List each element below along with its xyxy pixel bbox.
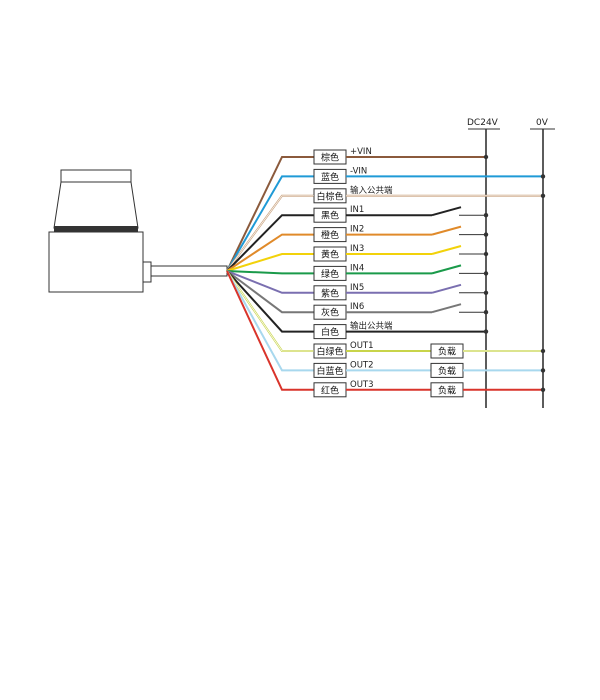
- wire-yellow: 黄色 IN3: [226, 244, 486, 272]
- wire-signal-label: IN6: [350, 302, 364, 312]
- switch-arm: [431, 225, 462, 236]
- wire-fan-white-blue: [226, 270, 314, 372]
- wire-white-green: 白绿色 OUT1 负载: [226, 270, 543, 359]
- switch-arm: [431, 283, 462, 294]
- wire-orange: 橙色 IN2: [226, 225, 486, 272]
- rail-label-dc24v: DC24V: [467, 118, 499, 128]
- wire-signal-label: -VIN: [350, 166, 367, 176]
- wire-color-label: 白色: [321, 326, 339, 338]
- wire-color-label: 白绿色: [316, 346, 343, 358]
- wire-color-label: 黑色: [321, 210, 339, 222]
- switch-arm: [431, 206, 462, 217]
- wire-fan-red: [226, 270, 314, 391]
- junction-dot: [483, 154, 489, 160]
- wire-color-label: 白棕色: [316, 190, 343, 202]
- junction-dot: [540, 174, 546, 179]
- wire-signal-label: IN1: [350, 205, 364, 215]
- junction-dot: [483, 310, 489, 315]
- wire-color-label: 橙色: [321, 229, 339, 241]
- wire-color-label: 黄色: [321, 249, 339, 261]
- junction-dot: [483, 213, 489, 218]
- wire-color-label: 白蓝色: [316, 365, 343, 377]
- wire-signal-label: OUT3: [350, 380, 374, 390]
- junction-dot: [540, 193, 546, 198]
- wire-color-label: 蓝色: [321, 171, 339, 183]
- sensor-base: [48, 231, 144, 293]
- junction-dot: [483, 251, 489, 257]
- wire-signal-label: IN2: [350, 225, 364, 235]
- wire-gray: 灰色 IN6: [226, 270, 486, 320]
- wire-purple: 紫色 IN5: [226, 270, 486, 301]
- wire-fan-blue: [226, 175, 314, 272]
- wire-fan-brown: [226, 156, 314, 272]
- switch-arm: [431, 264, 462, 275]
- wire-fan-white: [226, 270, 314, 333]
- load-label: 负载: [438, 365, 456, 377]
- switch-arm: [431, 303, 462, 314]
- junction-dot: [540, 348, 546, 354]
- wire-color-label: 灰色: [321, 307, 339, 319]
- load-label: 负载: [438, 346, 456, 358]
- load-label: 负载: [438, 384, 456, 396]
- wire-signal-label: OUT1: [350, 341, 374, 351]
- switch-arm: [431, 245, 462, 255]
- junction-dot: [483, 290, 489, 295]
- wire-red: 红色 OUT3 负载: [226, 270, 543, 398]
- sensor-top-cap: [60, 169, 132, 183]
- junction-dot: [540, 368, 546, 373]
- wire-fan-green: [226, 270, 314, 275]
- wire-fan-white-brown: [226, 194, 314, 272]
- wire-fan-white-green: [226, 270, 314, 352]
- wire-signal-label: OUT2: [350, 360, 374, 370]
- junction-dot: [483, 271, 489, 276]
- sensor-window: [53, 181, 139, 229]
- sensor-cable: [150, 265, 228, 277]
- rail-label-0v: 0V: [536, 118, 549, 128]
- wire-signal-label: +VIN: [350, 147, 372, 157]
- junction-dot: [540, 387, 546, 392]
- wire-signal-label: IN5: [350, 283, 364, 293]
- wire-signal-label: 输入公共端: [350, 185, 393, 196]
- wire-fan-orange: [226, 233, 314, 272]
- junction-dot: [483, 232, 489, 237]
- wire-fan-yellow: [226, 253, 314, 272]
- wire-color-label: 紫色: [321, 287, 339, 299]
- wire-signal-label: IN4: [350, 263, 364, 273]
- wire-fan-stripe: [226, 195, 314, 272]
- wire-black: 黑色 IN1: [226, 205, 486, 272]
- wire-signal-label: IN3: [350, 244, 364, 254]
- power-rails: DC24V 0V: [467, 118, 555, 408]
- wire-brown: 棕色 +VIN: [226, 147, 486, 272]
- wire-blue: 蓝色 -VIN: [226, 166, 543, 272]
- wire-fan-black: [226, 214, 314, 272]
- sensor-window-band: [54, 226, 138, 232]
- wire-fan-gray: [226, 270, 314, 314]
- sensor-device: [48, 169, 228, 293]
- wire-signal-label: 输出公共端: [350, 321, 393, 332]
- wire-fan-purple: [226, 270, 314, 294]
- wire-green: 绿色 IN4: [226, 263, 486, 281]
- wires: 棕色+VIN蓝色-VIN白棕色输入公共端黑色IN1橙色IN2黄色IN3绿色IN4…: [226, 147, 546, 398]
- junction-dot: [483, 329, 489, 334]
- wire-fan-stripe: [226, 270, 314, 352]
- wire-color-label: 棕色: [321, 152, 339, 164]
- wire-color-label: 红色: [321, 384, 339, 396]
- wire-color-label: 绿色: [321, 268, 339, 280]
- wire-white-blue: 白蓝色 OUT2 负载: [226, 270, 543, 378]
- sensor-connector: [142, 261, 152, 283]
